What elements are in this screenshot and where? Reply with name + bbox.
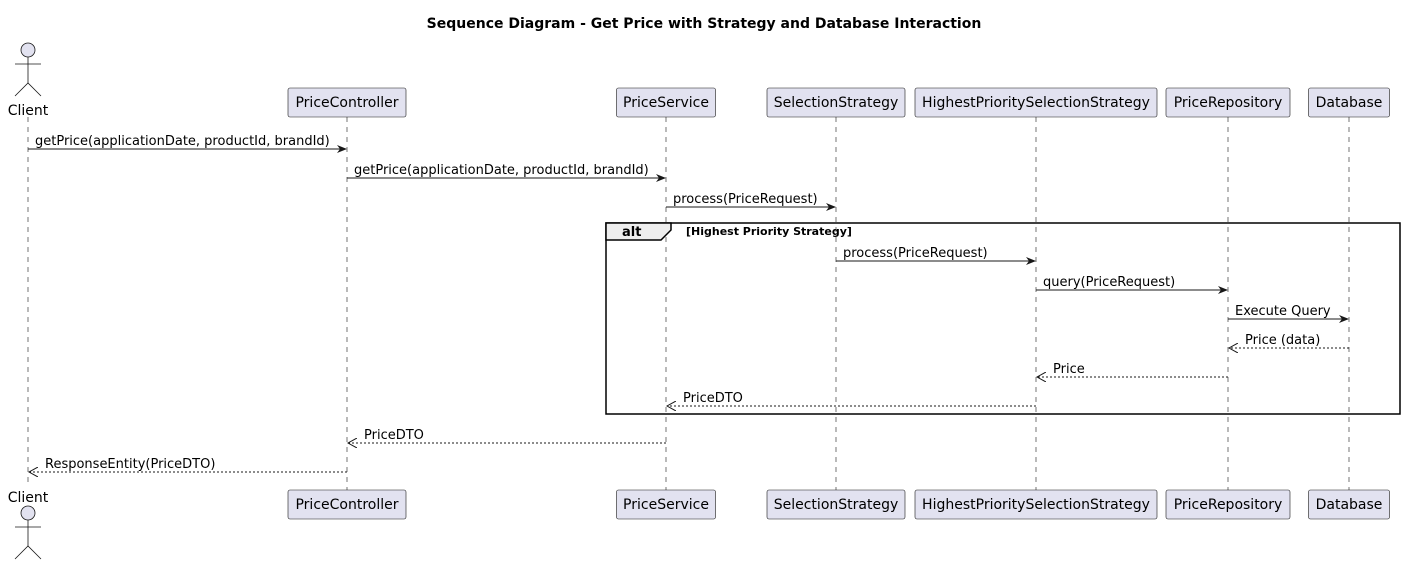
message-label: Execute Query <box>1235 304 1331 319</box>
database-participant-top: Database <box>1308 87 1390 118</box>
message-10: PriceDTO <box>348 428 666 443</box>
message-11: ResponseEntity(PriceDTO) <box>29 457 347 472</box>
selection-strategy-label: SelectionStrategy <box>774 95 899 111</box>
actor-head-icon <box>20 42 36 58</box>
price-controller-participant-top: PriceController <box>287 87 407 118</box>
alt-keyword: alt <box>622 225 641 240</box>
message-label: query(PriceRequest) <box>1043 275 1175 290</box>
database-label: Database <box>1316 497 1383 513</box>
highest-priority-selection-strategy-participant-top: HighestPrioritySelectionStrategy <box>914 87 1158 118</box>
message-5: query(PriceRequest) <box>1036 275 1228 294</box>
price-repository-label: PriceRepository <box>1174 95 1283 111</box>
message-1: getPrice(applicationDate, productId, bra… <box>28 134 347 153</box>
message-2: getPrice(applicationDate, productId, bra… <box>347 163 666 182</box>
client-label: Client <box>8 103 49 119</box>
actor-legs-icon <box>14 545 42 560</box>
price-repository-box <box>1165 87 1291 118</box>
selection-strategy-box <box>766 489 906 520</box>
selection-strategy-label: SelectionStrategy <box>774 497 899 513</box>
message-6: Execute Query <box>1228 304 1349 323</box>
price-repository-participant-top: PriceRepository <box>1165 87 1291 118</box>
selection-strategy-participant-top: SelectionStrategy <box>766 87 906 118</box>
price-repository-box <box>1165 489 1291 520</box>
actor-legs-icon <box>14 82 42 97</box>
price-controller-box <box>287 87 407 118</box>
database-box <box>1308 489 1390 520</box>
message-label: Price (data) <box>1245 333 1320 348</box>
alt-condition: [Highest Priority Strategy] <box>686 225 852 238</box>
price-controller-label: PriceController <box>295 497 398 513</box>
price-service-label: PriceService <box>623 95 709 111</box>
database-box <box>1308 87 1390 118</box>
client-label: Client <box>8 490 49 506</box>
database-participant-bottom: Database <box>1308 489 1390 520</box>
price-service-participant-bottom: PriceService <box>616 489 716 520</box>
price-service-box <box>616 87 716 118</box>
price-repository-participant-bottom: PriceRepository <box>1165 489 1291 520</box>
diagram-title: Sequence Diagram - Get Price with Strate… <box>427 16 982 32</box>
message-label: process(PriceRequest) <box>673 192 818 207</box>
database-label: Database <box>1316 95 1383 111</box>
message-label: ResponseEntity(PriceDTO) <box>45 457 215 472</box>
highest-priority-selection-strategy-box <box>914 489 1158 520</box>
message-9: PriceDTO <box>667 391 1036 406</box>
message-4: process(PriceRequest) <box>836 246 1036 265</box>
alt-fragment: alt [Highest Priority Strategy] <box>605 222 1401 415</box>
alt-fragment-tab <box>605 222 672 241</box>
alt-fragment-frame <box>605 222 1401 415</box>
selection-strategy-participant-bottom: SelectionStrategy <box>766 489 906 520</box>
price-controller-label: PriceController <box>295 95 398 111</box>
client-actor-top: Client <box>8 42 49 119</box>
price-service-box <box>616 489 716 520</box>
highest-priority-selection-strategy-label: HighestPrioritySelectionStrategy <box>922 95 1150 111</box>
message-3: process(PriceRequest) <box>666 192 836 211</box>
message-label: PriceDTO <box>364 428 424 443</box>
highest-priority-selection-strategy-label: HighestPrioritySelectionStrategy <box>922 497 1150 513</box>
highest-priority-selection-strategy-box <box>914 87 1158 118</box>
message-7: Price (data) <box>1229 333 1349 348</box>
price-service-participant-top: PriceService <box>616 87 716 118</box>
price-controller-box <box>287 489 407 520</box>
highest-priority-selection-strategy-participant-bottom: HighestPrioritySelectionStrategy <box>914 489 1158 520</box>
selection-strategy-box <box>766 87 906 118</box>
client-actor-bottom: Client <box>8 490 49 560</box>
actor-head-icon <box>20 505 36 521</box>
message-label: getPrice(applicationDate, productId, bra… <box>35 134 330 149</box>
price-controller-participant-bottom: PriceController <box>287 489 407 520</box>
message-label: PriceDTO <box>683 391 743 406</box>
message-label: process(PriceRequest) <box>843 246 988 261</box>
message-label: Price <box>1053 362 1085 377</box>
message-8: Price <box>1037 362 1228 377</box>
message-label: getPrice(applicationDate, productId, bra… <box>354 163 649 178</box>
price-repository-label: PriceRepository <box>1174 497 1283 513</box>
price-service-label: PriceService <box>623 497 709 513</box>
